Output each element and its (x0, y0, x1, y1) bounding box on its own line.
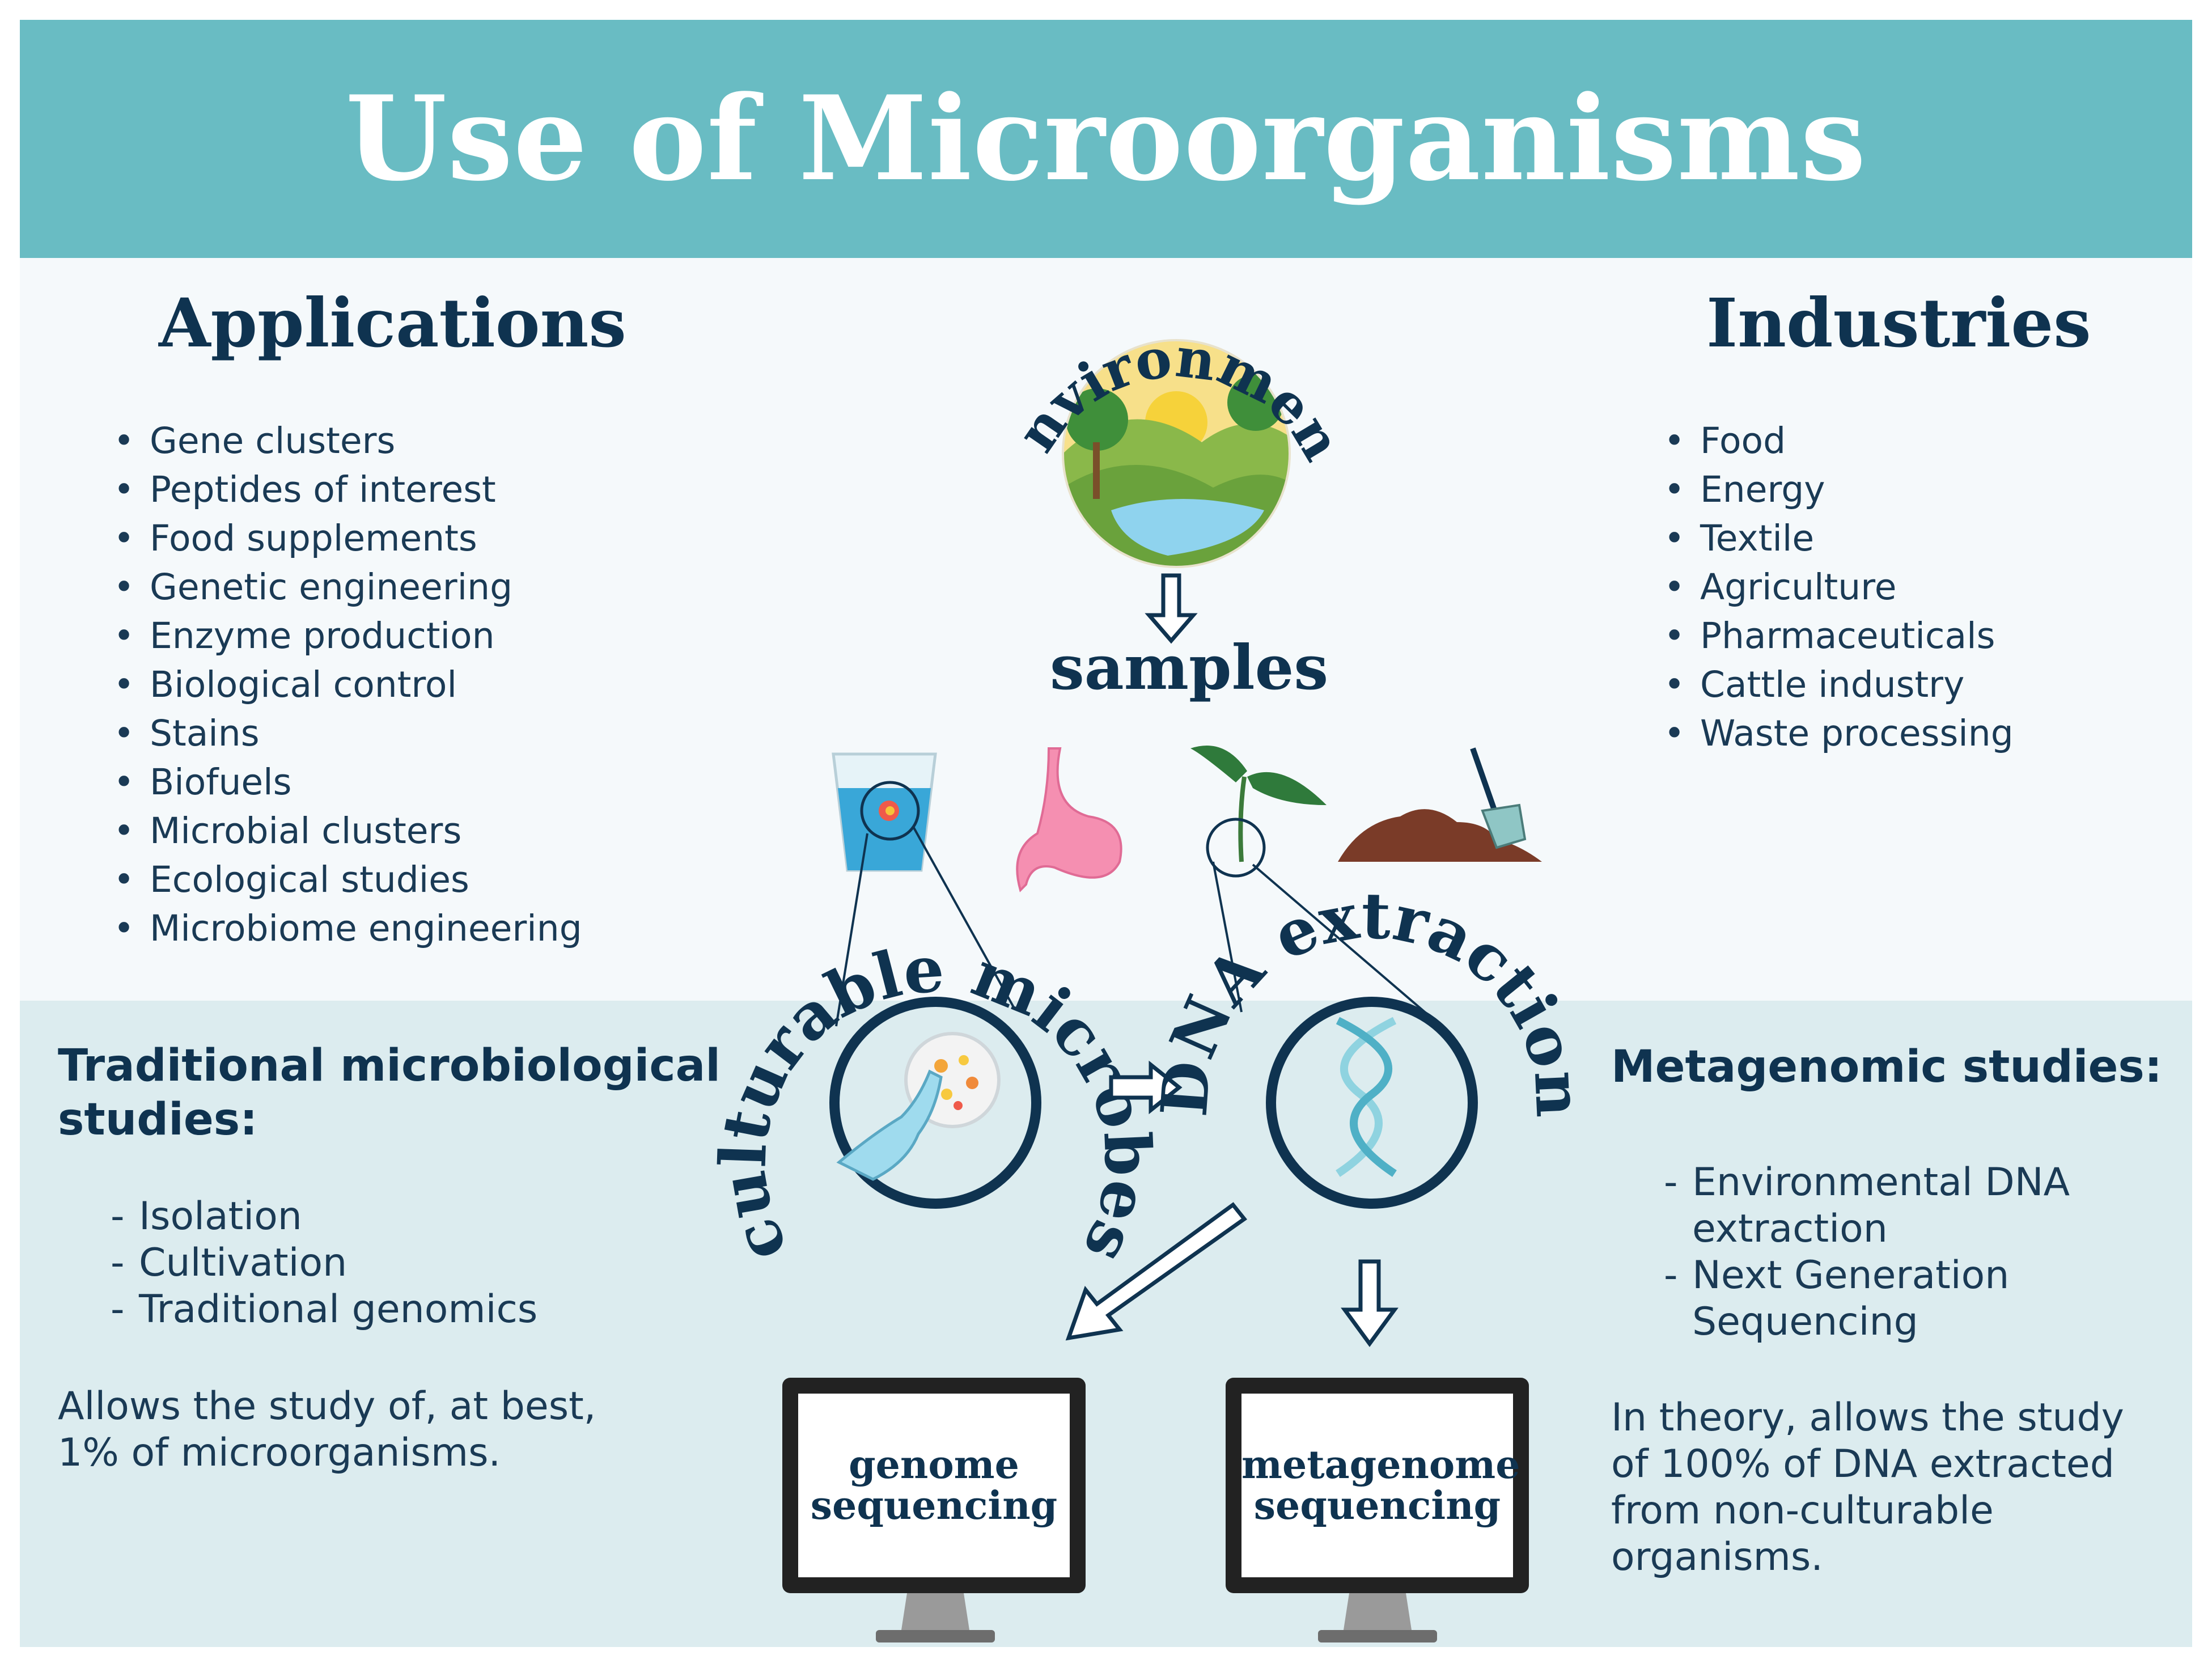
gloved-hand-icon (836, 1069, 943, 1181)
list-item: Cattle industry (1664, 661, 2014, 709)
genome-sequencing-text: genome sequencing (798, 1445, 1070, 1526)
metagenomic-item2-line2: Sequencing (1692, 1299, 1918, 1344)
genome-line2: sequencing (810, 1483, 1058, 1529)
applications-list: Gene clustersPeptides of interestFood su… (113, 417, 582, 953)
list-item: Textile (1664, 514, 2014, 563)
culturable-circle (829, 997, 1041, 1209)
traditional-heading: Traditional microbiological studies: (58, 1039, 721, 1147)
metagenome-line2: sequencing (1253, 1483, 1501, 1529)
samples-label: samples (1050, 632, 1329, 704)
list-item: Biological control (113, 661, 582, 709)
metagenome-sequencing-text: metagenome sequencing (1241, 1442, 1520, 1529)
list-item: Energy (1664, 465, 2014, 514)
metagenomic-list: Environmental DNA extraction Next Genera… (1664, 1159, 2070, 1345)
dna-circle (1266, 997, 1478, 1209)
list-item: Next Generation Sequencing (1664, 1252, 2070, 1345)
environment-landscape-icon (1062, 339, 1291, 568)
traditional-note-line1: Allows the study of, at best, (58, 1384, 596, 1429)
water-glass-icon (832, 752, 937, 872)
metagenomic-note: In theory, allows the study of 100% of D… (1611, 1395, 2124, 1581)
list-item: Agriculture (1664, 563, 2014, 612)
soil-shovel-icon (1338, 747, 1542, 862)
metagenomic-item1-line2: extraction (1692, 1206, 1888, 1251)
traditional-note-line2: 1% of microorganisms. (58, 1430, 501, 1475)
arrow-down-icon (1145, 573, 1198, 644)
list-item: Food (1664, 417, 2014, 465)
applications-heading: Applications (159, 283, 626, 362)
list-item: Enzyme production (113, 612, 582, 661)
metagenomic-item1-line1: Environmental DNA (1692, 1160, 2070, 1205)
metagenomic-heading: Metagenomic studies: (1611, 1042, 2163, 1093)
list-item: Genetic engineering (113, 563, 582, 612)
stomach-icon (1016, 747, 1122, 892)
list-item: Pharmaceuticals (1664, 612, 2014, 661)
header-banner: Use of Microorganisms (20, 20, 2192, 258)
metagenomic-note-line3: from non-culturable (1611, 1488, 1994, 1533)
list-item: Microbial clusters (113, 807, 582, 856)
traditional-heading-line1: Traditional microbiological (58, 1040, 721, 1091)
list-item: Environmental DNA extraction (1664, 1159, 2070, 1252)
list-item: Traditional genomics (111, 1286, 537, 1333)
list-item: Biofuels (113, 758, 582, 807)
metagenomic-note-line2: of 100% of DNA extracted (1611, 1442, 2114, 1487)
arrow-right-icon (1109, 1060, 1183, 1115)
arrow-down-icon-2 (1341, 1259, 1399, 1347)
list-item: Gene clusters (113, 417, 582, 465)
traditional-heading-line2: studies: (58, 1094, 258, 1145)
traditional-note: Allows the study of, at best, 1% of micr… (58, 1383, 596, 1476)
industries-heading: Industries (1706, 283, 2091, 362)
metagenome-line1: metagenome (1241, 1442, 1520, 1488)
page-title: Use of Microorganisms (345, 71, 1867, 207)
dna-helix-icon (1336, 1017, 1397, 1177)
list-item: Isolation (111, 1193, 537, 1240)
industries-list: FoodEnergyTextileAgriculturePharmaceutic… (1664, 417, 2014, 758)
genome-line1: genome (849, 1442, 1019, 1488)
zoom-lines (835, 827, 1433, 1027)
arrow-diagonal-icon (1065, 1202, 1248, 1341)
metagenomic-note-line1: In theory, allows the study (1611, 1395, 2124, 1440)
traditional-list: IsolationCultivationTraditional genomics (111, 1193, 537, 1333)
list-item: Stains (113, 709, 582, 758)
metagenomic-item2-line1: Next Generation (1692, 1253, 2010, 1298)
list-item: Food supplements (113, 514, 582, 563)
list-item: Cultivation (111, 1240, 537, 1286)
monitor-metagenome-icon (1226, 1378, 1529, 1642)
list-item: Microbiome engineering (113, 904, 582, 953)
list-item: Waste processing (1664, 709, 2014, 758)
monitor-genome-icon (782, 1378, 1086, 1642)
metagenomic-note-line4: organisms. (1611, 1535, 1823, 1580)
list-item: Peptides of interest (113, 465, 582, 514)
sprout-icon (1190, 746, 1327, 878)
list-item: Ecological studies (113, 856, 582, 904)
